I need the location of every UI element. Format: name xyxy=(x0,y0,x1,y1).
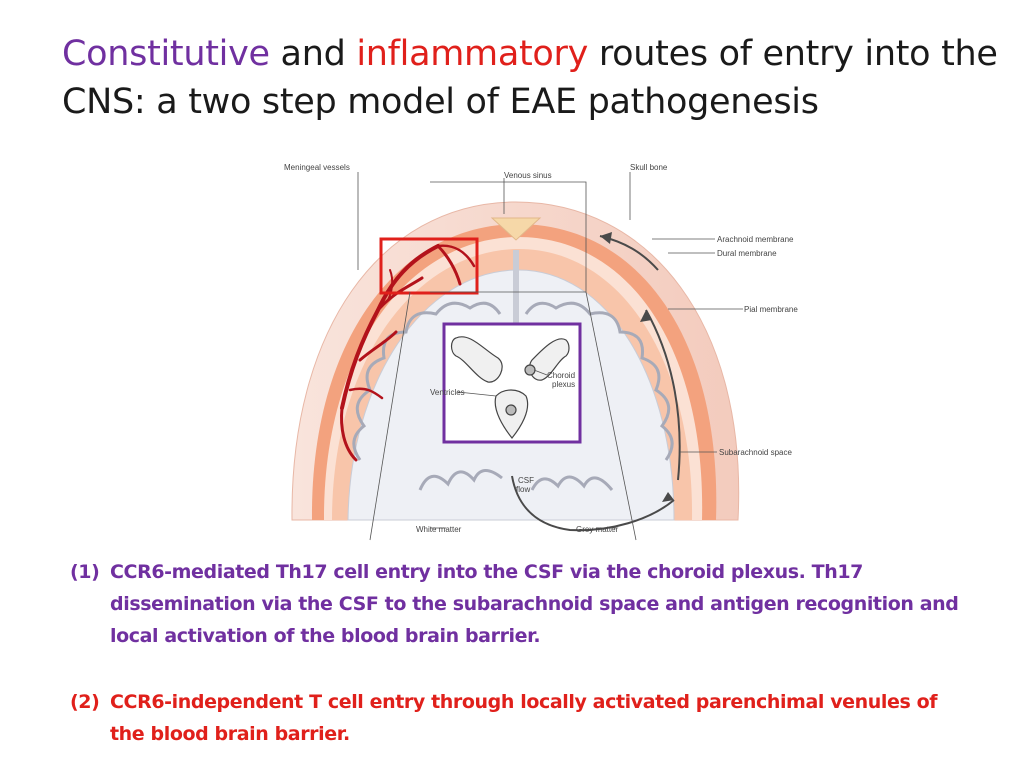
note-constitutive: (1) CCR6-mediated Th17 cell entry into t… xyxy=(70,556,970,652)
brain-diagram: Meningeal vessels Venous sinus Skull bon… xyxy=(284,163,798,541)
label-plexus: plexus xyxy=(552,380,575,389)
label-arachnoid-membrane: Arachnoid membrane xyxy=(717,235,794,244)
note-number: (2) xyxy=(70,691,100,713)
note-text: CCR6-mediated Th17 cell entry into the C… xyxy=(110,561,959,647)
label-subarachnoid-space: Subarachnoid space xyxy=(719,448,792,457)
label-meningeal-vessels: Meningeal vessels xyxy=(284,163,350,172)
label-skull-bone: Skull bone xyxy=(630,163,668,172)
gyri-lower xyxy=(418,469,614,491)
note-number: (1) xyxy=(70,561,100,583)
label-white-matter: White matter xyxy=(416,525,462,534)
title-inflammatory: inflammatory xyxy=(356,34,589,74)
meningeal-vessels xyxy=(340,244,476,462)
title-constitutive: Constitutive xyxy=(62,34,270,74)
label-dural-membrane: Dural membrane xyxy=(717,249,777,258)
venous-sinus xyxy=(490,217,542,241)
label-choroid: Choroid xyxy=(547,371,575,380)
title-rest: routes of entry into the CNS: a two step… xyxy=(62,34,998,122)
label-csf: CSF xyxy=(518,476,534,485)
label-venous-sinus: Venous sinus xyxy=(504,171,552,180)
label-flow: flow xyxy=(516,485,530,494)
title-and: and xyxy=(269,34,357,74)
notes-list: (1) CCR6-mediated Th17 cell entry into t… xyxy=(70,556,970,750)
leader-lines xyxy=(357,172,743,541)
flow-arrowheads xyxy=(600,232,674,502)
ventricles-drawing xyxy=(450,336,570,439)
label-ventricles: Ventricles xyxy=(430,388,465,397)
label-pial-membrane: Pial membrane xyxy=(744,305,798,314)
gyri-right xyxy=(524,301,674,461)
note-inflammatory: (2) CCR6-independent T cell entry throug… xyxy=(70,686,970,750)
note-text: CCR6-independent T cell entry through lo… xyxy=(110,691,938,745)
slide-title: Constitutive and inflammatory routes of … xyxy=(62,30,1012,126)
label-grey-matter: Grey matter xyxy=(576,525,619,534)
inflammatory-route-box xyxy=(379,237,479,295)
